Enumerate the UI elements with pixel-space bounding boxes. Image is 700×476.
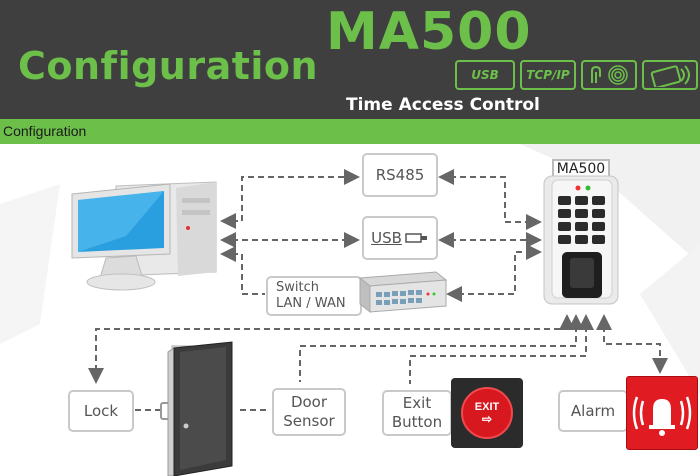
switch-line2: LAN / WAN bbox=[276, 296, 346, 311]
exit-sign-label: EXIT bbox=[474, 401, 500, 413]
configuration-diagram: RS485 USB Switch LAN / WAN MA500 bbox=[0, 144, 700, 476]
rs485-interface: RS485 bbox=[362, 153, 438, 197]
header-banner: Configuration MA500 Time Access Control … bbox=[0, 0, 700, 119]
product-model: MA500 bbox=[326, 2, 532, 62]
connection-lines bbox=[88, 169, 668, 411]
tcpip-badge: TCP/IP bbox=[520, 60, 576, 90]
door-icon bbox=[167, 341, 233, 476]
exit-button-device: EXIT ⇨ bbox=[451, 378, 523, 448]
card-badge bbox=[642, 60, 698, 90]
usb-plug-icon bbox=[405, 233, 427, 243]
header-title: Configuration bbox=[18, 44, 319, 88]
feature-badges: USB TCP/IP bbox=[455, 60, 698, 94]
ma500-device-icon bbox=[543, 175, 619, 305]
exit-line1: Exit bbox=[402, 394, 432, 412]
background-shapes bbox=[0, 144, 700, 394]
computer-icon bbox=[71, 181, 217, 291]
door-sensor-line1: Door bbox=[290, 393, 328, 411]
lock-box: Lock bbox=[68, 390, 134, 432]
section-bar: Configuration bbox=[0, 119, 700, 144]
switch-label-box: Switch LAN / WAN bbox=[266, 276, 362, 316]
network-switch-icon bbox=[358, 271, 448, 314]
card-reader-icon bbox=[650, 65, 690, 87]
device-label: MA500 bbox=[552, 159, 610, 179]
switch-line1: Switch bbox=[276, 280, 319, 295]
fingerprint-icon bbox=[591, 65, 628, 85]
exit-arrow-icon: ⇨ bbox=[481, 412, 493, 426]
exit-button-box: Exit Button bbox=[382, 390, 452, 436]
alarm-bell-icon bbox=[632, 396, 692, 436]
usb-interface: USB bbox=[362, 216, 438, 260]
exit-sign-icon: EXIT ⇨ bbox=[461, 387, 513, 439]
usb-badge: USB bbox=[455, 60, 515, 90]
usb-label: USB bbox=[371, 229, 402, 247]
exit-line2: Button bbox=[391, 413, 443, 431]
section-label: Configuration bbox=[3, 123, 87, 139]
alarm-device bbox=[626, 376, 698, 450]
alarm-box: Alarm bbox=[558, 390, 628, 432]
fingerprint-badge bbox=[581, 60, 637, 90]
product-subtitle: Time Access Control bbox=[346, 95, 540, 115]
door-sensor-box: Door Sensor bbox=[272, 388, 346, 436]
door-sensor-line2: Sensor bbox=[283, 412, 335, 430]
